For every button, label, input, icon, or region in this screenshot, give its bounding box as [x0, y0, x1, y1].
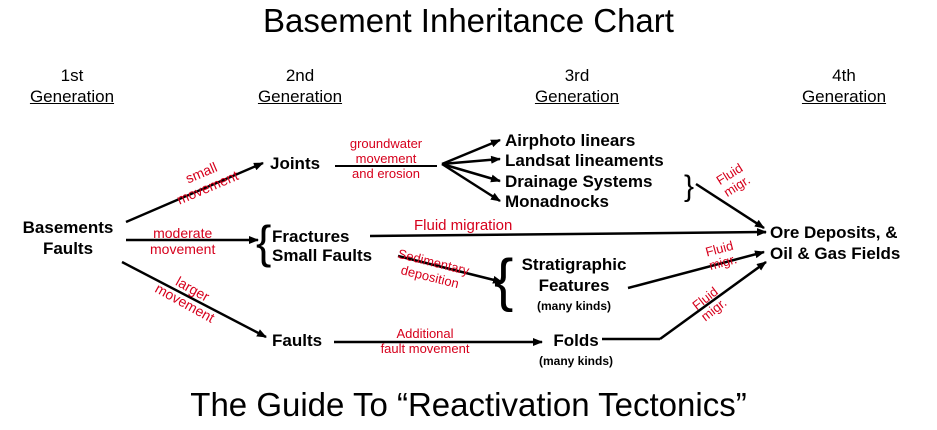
footer-caption: The Guide To “Reactivation Tectonics”	[190, 386, 747, 423]
label-additional-fault-movement: Additional fault movement	[368, 326, 482, 356]
label-moderate-movement: moderate movement	[150, 225, 215, 257]
node-fractures: Fractures	[272, 227, 350, 246]
arrow-joints-to-monadnocks	[441, 162, 501, 203]
node-folds-label: Folds	[553, 331, 599, 350]
generation-2-label: Generation	[257, 87, 343, 106]
arrow-basements-to-faults	[121, 260, 267, 339]
generation-2-number: 2nd	[285, 66, 315, 85]
generation-3-label: Generation	[534, 87, 620, 106]
node-folds-kinds: (many kinds)	[538, 354, 613, 368]
node-basements-line2: Faults	[42, 239, 94, 258]
generation-1-number: 1st	[60, 66, 84, 85]
arrow-smallfaults-to-strat	[397, 254, 503, 284]
node-small-faults: Small Faults	[272, 246, 373, 265]
label-moderate-movement-2: movement	[150, 241, 216, 257]
arrow-fractures-to-ore	[369, 228, 767, 238]
generation-1-header: 1st Generation	[22, 65, 122, 107]
label-additional: Additional	[396, 326, 454, 341]
node-basements-faults: Basements Faults	[10, 217, 126, 259]
node-ore-line1: Ore Deposits, &	[770, 223, 898, 242]
node-drainage-systems: Drainage Systems	[505, 172, 653, 191]
arrow-3rdgen-to-ore	[695, 182, 765, 230]
node-landsat-lineaments: Landsat lineaments	[505, 151, 664, 170]
label-groundwater-3: and erosion	[352, 166, 420, 181]
brace-fractures: {	[256, 216, 272, 268]
generation-3-number: 3rd	[564, 66, 590, 85]
arrow-joints-to-drainage	[441, 162, 501, 183]
node-strat-line2: Features	[538, 276, 610, 295]
generation-3-header: 3rd Generation	[527, 65, 627, 107]
generation-4-label: Generation	[801, 87, 887, 106]
arrow-basements-to-joints	[125, 161, 264, 224]
node-strat-kinds: (many kinds)	[536, 299, 611, 313]
node-strat-line1: Stratigraphic	[521, 255, 627, 274]
node-airphoto-linears: Airphoto linears	[505, 131, 636, 150]
arrow-folds-to-ore-diag	[659, 260, 767, 341]
label-fluid-migration: Fluid migration	[414, 217, 513, 234]
generation-1-label: Generation	[29, 87, 115, 106]
arrow-joints-to-landsat	[441, 155, 501, 166]
node-faults: Faults	[272, 331, 323, 350]
node-ore-deposits: Ore Deposits, & Oil & Gas Fields	[770, 222, 900, 264]
node-stratigraphic-features: Stratigraphic Features (many kinds)	[510, 254, 638, 317]
label-moderate: moderate	[153, 225, 213, 241]
brace-third-gen: }	[684, 170, 695, 203]
arrow-strat-to-ore	[627, 250, 765, 290]
node-basements-line1: Basements	[22, 218, 114, 237]
node-monadnocks: Monadnocks	[505, 192, 609, 211]
generation-4-header: 4th Generation	[794, 65, 894, 107]
generation-4-number: 4th	[832, 66, 856, 85]
label-groundwater-2: movement	[355, 151, 417, 166]
node-ore-line2: Oil & Gas Fields	[770, 244, 901, 263]
brace-stratigraphic: {	[494, 248, 514, 313]
arrow-joints-to-airphoto	[441, 138, 501, 166]
label-fault-movement: fault movement	[380, 341, 470, 356]
chart-title: Basement Inheritance Chart	[263, 2, 674, 39]
label-groundwater-1: groundwater	[349, 136, 423, 151]
node-joints: Joints	[270, 154, 321, 173]
node-folds: Folds (many kinds)	[521, 330, 631, 372]
label-groundwater: groundwater movement and erosion	[336, 136, 436, 181]
generation-2-header: 2nd Generation	[250, 65, 350, 107]
